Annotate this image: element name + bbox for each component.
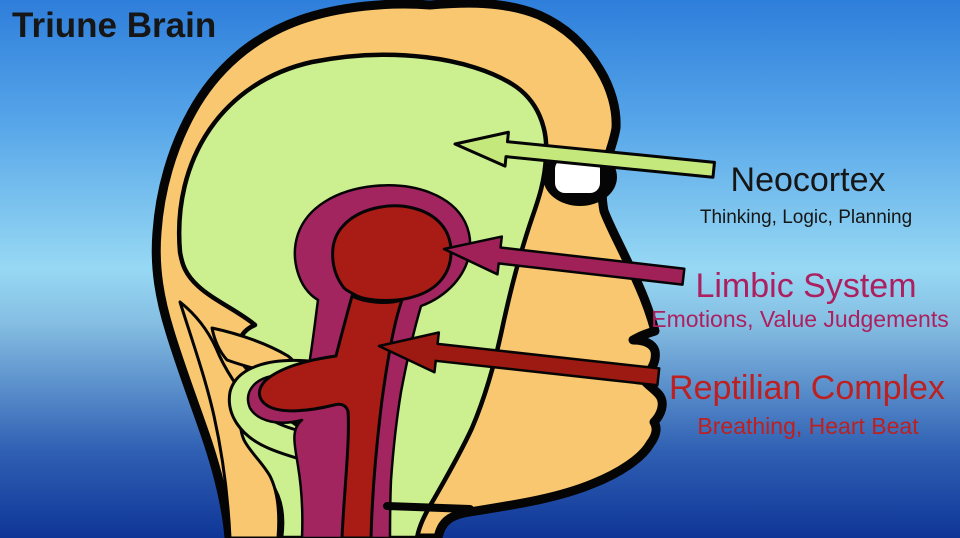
neck-skin-wedge bbox=[178, 300, 281, 538]
limbic-label: Limbic System bbox=[695, 267, 916, 305]
neocortex-arrow bbox=[453, 130, 716, 179]
neocortex-sublabel: Thinking, Logic, Planning bbox=[700, 207, 912, 228]
reptilian-blob bbox=[331, 204, 453, 302]
reptilian-label: Reptilian Complex bbox=[669, 369, 945, 407]
reptilian-sublabel: Breathing, Heart Beat bbox=[697, 413, 919, 439]
neocortex-label: Neocortex bbox=[731, 161, 886, 199]
page-title: Triune Brain bbox=[12, 6, 216, 45]
eye bbox=[555, 159, 600, 193]
limbic-arrow bbox=[442, 235, 686, 286]
reptilian-arrow bbox=[377, 331, 661, 387]
jaw-line bbox=[383, 502, 474, 513]
limbic-sublabel: Emotions, Value Judgements bbox=[651, 306, 948, 332]
